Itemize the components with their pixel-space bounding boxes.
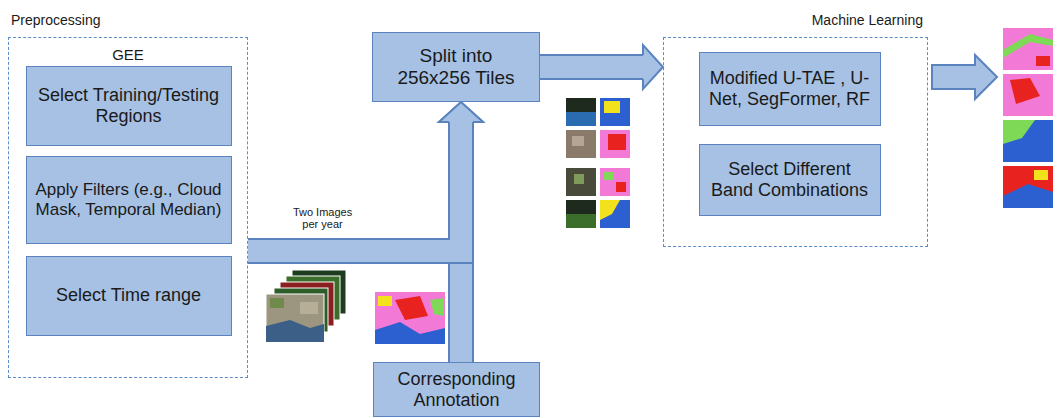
tile-part [616,182,626,192]
tile [566,200,596,228]
arrow-head-outline [439,102,483,122]
tile [566,98,596,126]
box-label: Select Training/Testing Regions [35,85,223,126]
process-box: Apply Filters (e.g., Cloud Mask, Tempora… [26,156,232,244]
map-part [1003,120,1035,144]
arrow-head [643,45,663,89]
annotation-water [375,322,445,344]
box-label: Select Different Band Combinations [708,159,872,200]
tile [566,168,596,196]
tile [600,168,630,196]
tile-grid [566,98,630,158]
tile [566,130,596,158]
process-box: Select Time range [26,256,232,336]
map-part [1036,56,1050,66]
annotation-ground [375,292,445,344]
dashed-group-box: PreprocessingGEESelect Training/Testing … [8,37,248,378]
land-patch [270,298,284,308]
satellite-image-stack [266,270,346,342]
annotation-crop [378,296,392,306]
block-arrow [540,45,663,89]
land-patch [300,302,318,314]
map-part [1003,34,1053,58]
map [1003,74,1053,116]
group-heading: Preprocessing [11,12,101,28]
process-box: Select Different Band Combinations [699,144,881,216]
map [1003,28,1053,70]
annotation-green [430,298,444,316]
arrow-head [439,102,483,122]
box-label: Split into 256x256 Tiles [381,45,531,89]
map [1003,166,1053,208]
sea-area [266,320,324,342]
tile-part [600,200,620,220]
process-box: Modified U-TAE , U-Net, SegFormer, RF [699,52,881,126]
box-label: Select Time range [56,285,201,306]
tile-grid [566,168,630,228]
annotation-image [375,292,445,344]
arrow-body [540,56,643,78]
arrow-outline [248,122,461,251]
arrow-body [248,122,461,251]
tile [600,130,630,158]
annotation-urban [395,296,428,320]
tile [600,200,630,228]
arrow-outline [540,54,643,80]
image-layer [266,294,324,342]
map [1003,120,1053,162]
process-box: Split into 256x256 Tiles [372,32,540,102]
tile [600,98,630,126]
tile-part [604,101,620,113]
box-label: Corresponding Annotation [382,369,531,410]
output-maps [1003,28,1053,208]
box-label: Apply Filters (e.g., Cloud Mask, Tempora… [35,180,223,219]
map-part [1034,170,1048,180]
tile-part [604,172,614,180]
tile-part [608,134,626,150]
map-part [1010,78,1040,104]
map-part [1003,184,1053,208]
arrow-head-outline [439,102,483,122]
group-heading: Machine Learning [812,12,923,28]
group-subheading: GEE [9,46,247,63]
process-box: Select Training/Testing Regions [26,66,232,146]
block-arrow [248,102,483,251]
tile-part [572,136,584,146]
tile-part [566,214,596,228]
edge-label: Two Images per year [291,205,355,232]
tile-part [566,112,596,126]
arrow-head-outline [643,45,663,89]
arrow-head [439,102,483,122]
tile-part [574,174,584,184]
box-label: Modified U-TAE , U-Net, SegFormer, RF [708,68,872,109]
output-arrow [932,55,997,99]
process-box: Corresponding Annotation [373,362,540,417]
dashed-group-box: Machine LearningModified U-TAE , U-Net, … [663,37,928,247]
